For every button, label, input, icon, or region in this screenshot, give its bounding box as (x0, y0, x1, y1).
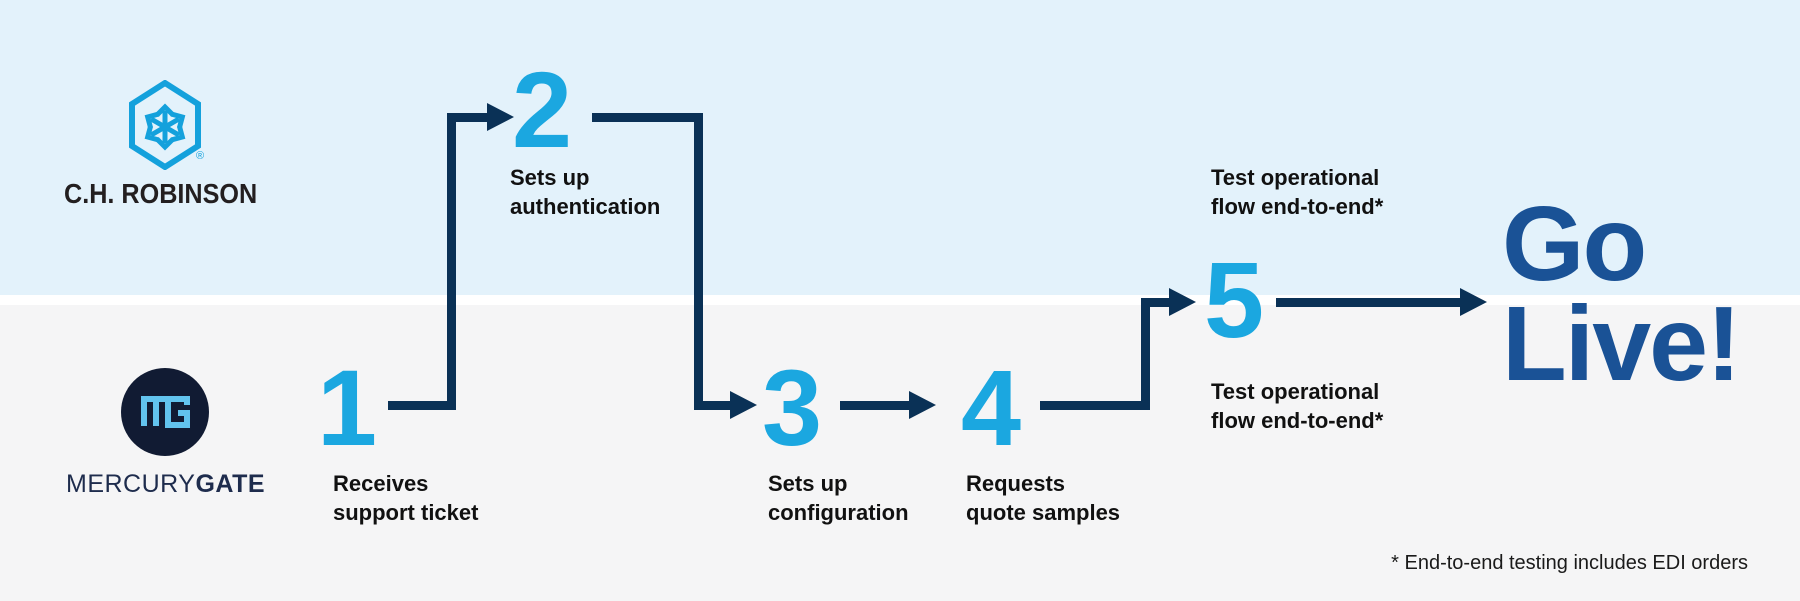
arrow-4-5-vertical (1141, 298, 1150, 410)
step-5-label-bottom-line1: Test operational (1211, 379, 1380, 404)
step-3-label-line2: configuration (768, 500, 909, 525)
arrow-2-3-head-icon (730, 391, 757, 419)
step-1-label: Receives support ticket (333, 469, 478, 527)
arrow-3-4-head-icon (909, 391, 936, 419)
arrow-1-2-horizontal-top (447, 113, 489, 122)
step-5-label-top: Test operational flow end-to-end* (1211, 163, 1383, 221)
ch-robinson-wordmark: C.H. ROBINSON (64, 178, 258, 209)
step-5-number: 5 (1204, 239, 1264, 360)
mercurygate-wordmark: MERCURYGATE (66, 470, 265, 499)
lane-divider (0, 295, 1800, 305)
step-4-label: Requests quote samples (966, 469, 1120, 527)
step-1-label-line2: support ticket (333, 500, 479, 525)
arrow-2-3-vertical (694, 113, 703, 410)
step-1-number: 1 (317, 347, 377, 468)
step-4-number: 4 (961, 347, 1021, 468)
step-5-label-top-line2: flow end-to-end* (1211, 194, 1384, 219)
arrow-4-5-horizontal-top (1141, 298, 1171, 307)
mercurygate-wordmark-gate: GATE (195, 470, 266, 498)
step-5-label-bottom: Test operational flow end-to-end* (1211, 377, 1383, 435)
chr-registered-mark: ® (196, 150, 205, 162)
arrow-2-3-horizontal-bottom (694, 401, 732, 410)
mercurygate-lane-background (0, 305, 1800, 601)
step-1-label-line1: Receives (333, 471, 429, 496)
arrow-1-2-head-icon (487, 103, 514, 131)
step-3-number: 3 (762, 347, 822, 468)
step-4-label-line1: Requests (966, 471, 1066, 496)
ch-robinson-hexagon-icon (129, 80, 201, 170)
step-5-label-bottom-line2: flow end-to-end* (1211, 408, 1384, 433)
step-2-label-line1: Sets up (510, 165, 590, 190)
step-4-label-line2: quote samples (966, 500, 1121, 525)
mercurygate-wordmark-mercury: MERCURY (66, 470, 196, 498)
step-3-label-line1: Sets up (768, 471, 848, 496)
step-5-label-top-line1: Test operational (1211, 165, 1380, 190)
ch-robinson-lane-background (0, 0, 1800, 295)
arrow-5-golive-line (1276, 298, 1462, 307)
mercurygate-monogram-icon (121, 368, 209, 456)
step-2-number: 2 (512, 49, 572, 170)
step-3-label: Sets up configuration (768, 469, 909, 527)
footnote: * End-to-end testing includes EDI orders (1391, 552, 1748, 574)
step-2-label-line2: authentication (510, 194, 661, 219)
step-2-label: Sets up authentication (510, 163, 660, 221)
arrow-5-golive-head-icon (1460, 288, 1487, 316)
arrow-4-5-head-icon (1169, 288, 1196, 316)
go-live-line2: Live! (1502, 285, 1741, 403)
go-live-text: Go Live! (1502, 185, 1741, 403)
go-live-line1: Go (1502, 185, 1647, 303)
arrow-3-4-line (840, 401, 911, 410)
arrow-2-3-horizontal-top (592, 113, 703, 122)
arrow-4-5-horizontal-bottom (1040, 401, 1150, 410)
arrow-1-2-horizontal-bottom (388, 401, 455, 410)
arrow-1-2-vertical (447, 113, 456, 410)
